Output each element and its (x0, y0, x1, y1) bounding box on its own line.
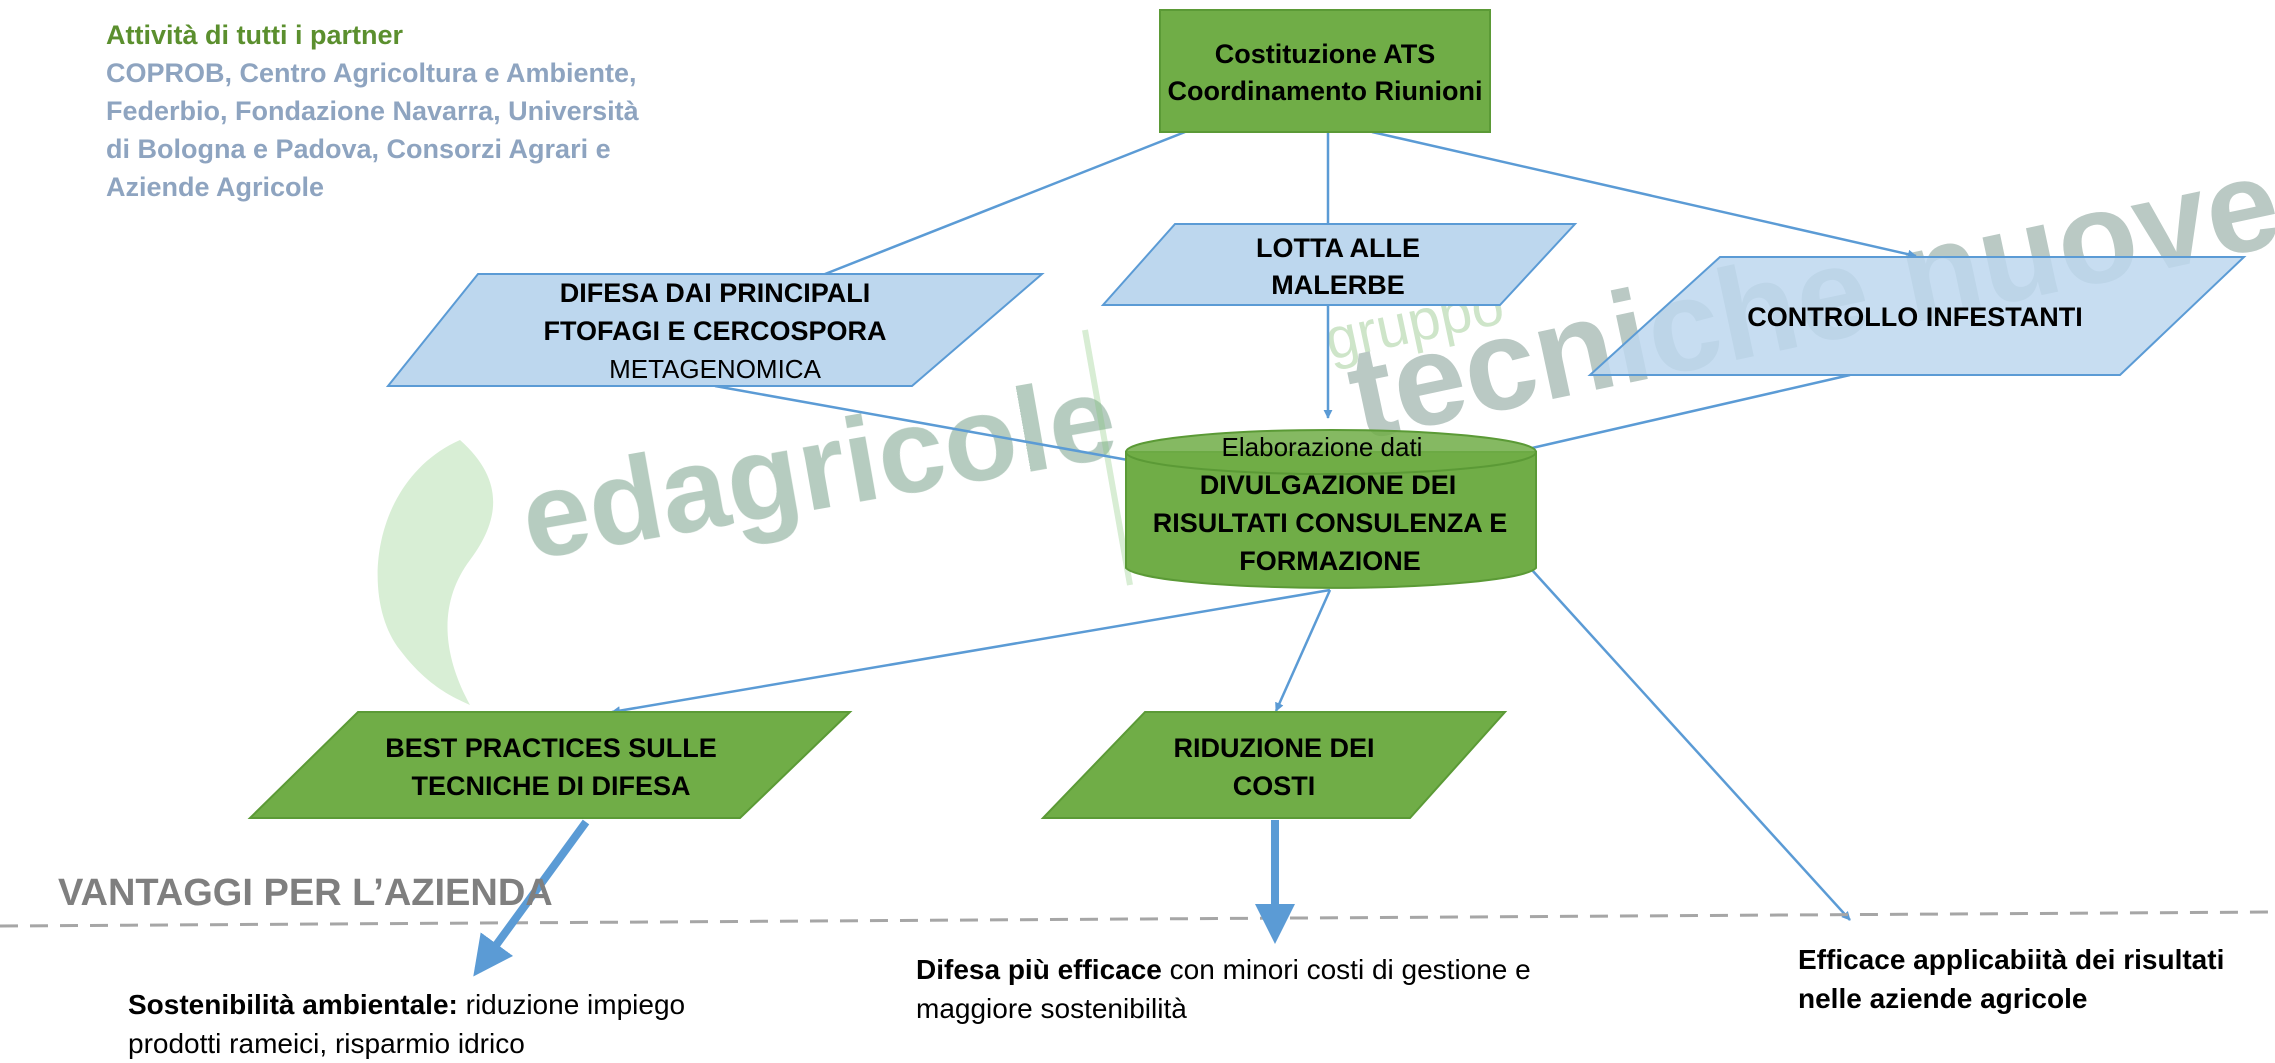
node-riduzione-shape (1040, 711, 1508, 819)
partners-line: COPROB, Centro Agricoltura e Ambiente, (106, 58, 637, 88)
connector-controllo-elaborazione (1531, 373, 1851, 450)
connector-elaborazione-applicabilita (1531, 569, 1851, 921)
node-controllo: CONTROLLO INFESTANTI (1587, 256, 2247, 376)
node-controllo-shape (1587, 256, 2247, 376)
node-riduzione-line: RIDUZIONE DEI (1173, 733, 1374, 763)
outcome-sostenibilita-rest: riduzione impiego (457, 989, 686, 1020)
node-ats-box (1159, 9, 1491, 133)
outcome-difesa-bold: Difesa più efficace (916, 954, 1162, 985)
node-best-shape (247, 711, 853, 819)
node-lotta-line: MALERBE (1271, 270, 1405, 300)
connector-difesa-elaborazione (714, 384, 1129, 462)
outcome-arrows (473, 819, 1295, 977)
node-lotta: LOTTA ALLE MALERBE (1100, 223, 1578, 306)
outcome-applicabilita-line1: Efficace applicabiità dei risultati (1798, 944, 2225, 975)
partners-heading: Attività di tutti i partner (106, 20, 403, 50)
vantaggi-separator (0, 910, 2275, 928)
connector-ats-difesa (819, 130, 1186, 278)
outcome-sostenibilita-bold: Sostenibilità ambientale: (128, 989, 458, 1020)
node-best-line: BEST PRACTICES SULLE (385, 733, 717, 763)
node-difesa-line: DIFESA DAI PRINCIPALI (560, 278, 871, 308)
node-ats-line: Coordinamento Riunioni (1168, 76, 1483, 106)
node-elaborazione: Elaborazione dati DIVULGAZIONE DEI RISUL… (1125, 429, 1537, 589)
node-lotta-line: LOTTA ALLE (1256, 233, 1420, 263)
node-ats: Costituzione ATS Coordinamento Riunioni (1159, 9, 1491, 133)
outcome-sostenibilita: Sostenibilità ambientale: riduzione impi… (128, 985, 685, 1063)
node-difesa-line: FTOFAGI E CERCOSPORA (543, 316, 886, 346)
node-riduzione-line: COSTI (1233, 771, 1316, 801)
node-riduzione: RIDUZIONE DEI COSTI (1040, 711, 1508, 819)
node-elaborazione-line: FORMAZIONE (1239, 546, 1421, 576)
node-difesa-sub: METAGENOMICA (609, 354, 822, 384)
node-best-line: TECNICHE DI DIFESA (411, 771, 690, 801)
node-best-practices: BEST PRACTICES SULLE TECNICHE DI DIFESA (247, 711, 853, 819)
node-difesa: DIFESA DAI PRINCIPALI FTOFAGI E CERCOSPO… (385, 273, 1045, 387)
outcome-applicabilita-line2: nelle aziende agricole (1798, 983, 2088, 1014)
node-difesa-shape (385, 273, 1045, 387)
node-controllo-line: CONTROLLO INFESTANTI (1747, 302, 2082, 332)
partners-line: di Bologna e Padova, Consorzi Agrari e (106, 134, 611, 164)
partners-block: Attività di tutti i partner COPROB, Cent… (106, 16, 706, 206)
outcome-difesa-line2: maggiore sostenibilità (916, 993, 1187, 1024)
arrow-best-to-sostenibilita (473, 819, 590, 977)
node-elaborazione-line: DIVULGAZIONE DEI (1200, 470, 1457, 500)
node-elaborazione-line: RISULTATI CONSULENZA E (1153, 508, 1507, 538)
outcome-applicabilita: Efficace applicabiità dei risultati nell… (1798, 940, 2224, 1018)
partners-line: Federbio, Fondazione Navarra, Università (106, 96, 639, 126)
node-elaborazione-top-label: Elaborazione dati (1222, 432, 1423, 462)
outcome-sostenibilita-line2: prodotti rameici, risparmio idrico (128, 1028, 525, 1059)
node-elaborazione-body (1125, 451, 1537, 589)
outcome-difesa-efficace: Difesa più efficace con minori costi di … (916, 950, 1531, 1028)
connector-ats-controllo (1371, 130, 1917, 259)
watermark-edagricole: edagricole (377, 349, 1126, 705)
partners-line: Aziende Agricole (106, 172, 325, 202)
node-elaborazione-top (1125, 429, 1537, 475)
leaf-logo-icon (377, 440, 494, 705)
connector-elaborazione-best (611, 588, 1331, 716)
connectors (611, 130, 1917, 921)
node-ats-line: Costituzione ATS (1215, 39, 1435, 69)
outcome-difesa-rest: con minori costi di gestione e (1161, 954, 1531, 985)
node-lotta-shape (1100, 223, 1578, 306)
vantaggi-label: VANTAGGI PER L’AZIENDA (58, 872, 553, 914)
connector-elaborazione-riduzione (1274, 589, 1332, 712)
